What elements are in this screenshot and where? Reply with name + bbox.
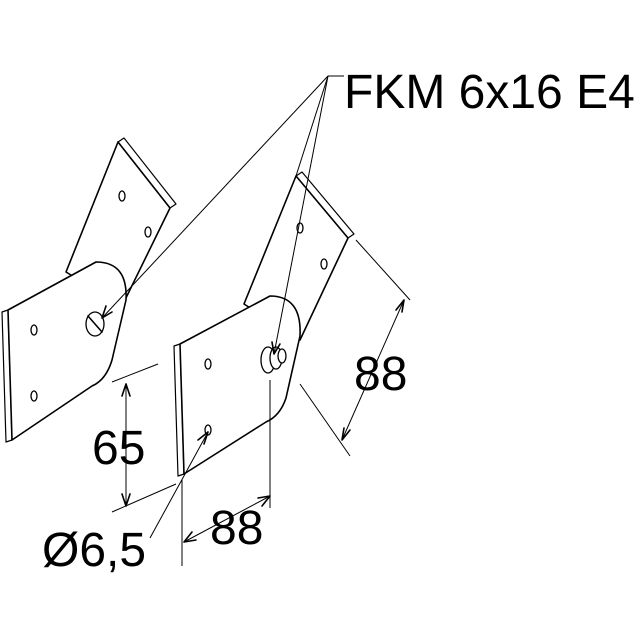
dimension-diagonal xyxy=(299,239,411,457)
dimension-horizontal xyxy=(181,380,271,566)
left-bracket xyxy=(1,137,177,443)
diagonal-dimension-label: 88 xyxy=(354,348,407,401)
right-lower-plate xyxy=(173,295,301,477)
dimension-hole xyxy=(149,431,209,539)
screw-callout-leaders xyxy=(101,75,344,355)
screw-spec-label: FKM 6x16 E4 xyxy=(344,66,635,119)
horizontal-dimension-label: 88 xyxy=(210,502,263,555)
height-dimension-label: 65 xyxy=(92,422,145,475)
right-bracket xyxy=(173,171,355,477)
hole-dimension-label: Ø6,5 xyxy=(42,524,146,577)
dimension-height xyxy=(111,363,177,513)
left-lower-plate xyxy=(1,261,127,443)
